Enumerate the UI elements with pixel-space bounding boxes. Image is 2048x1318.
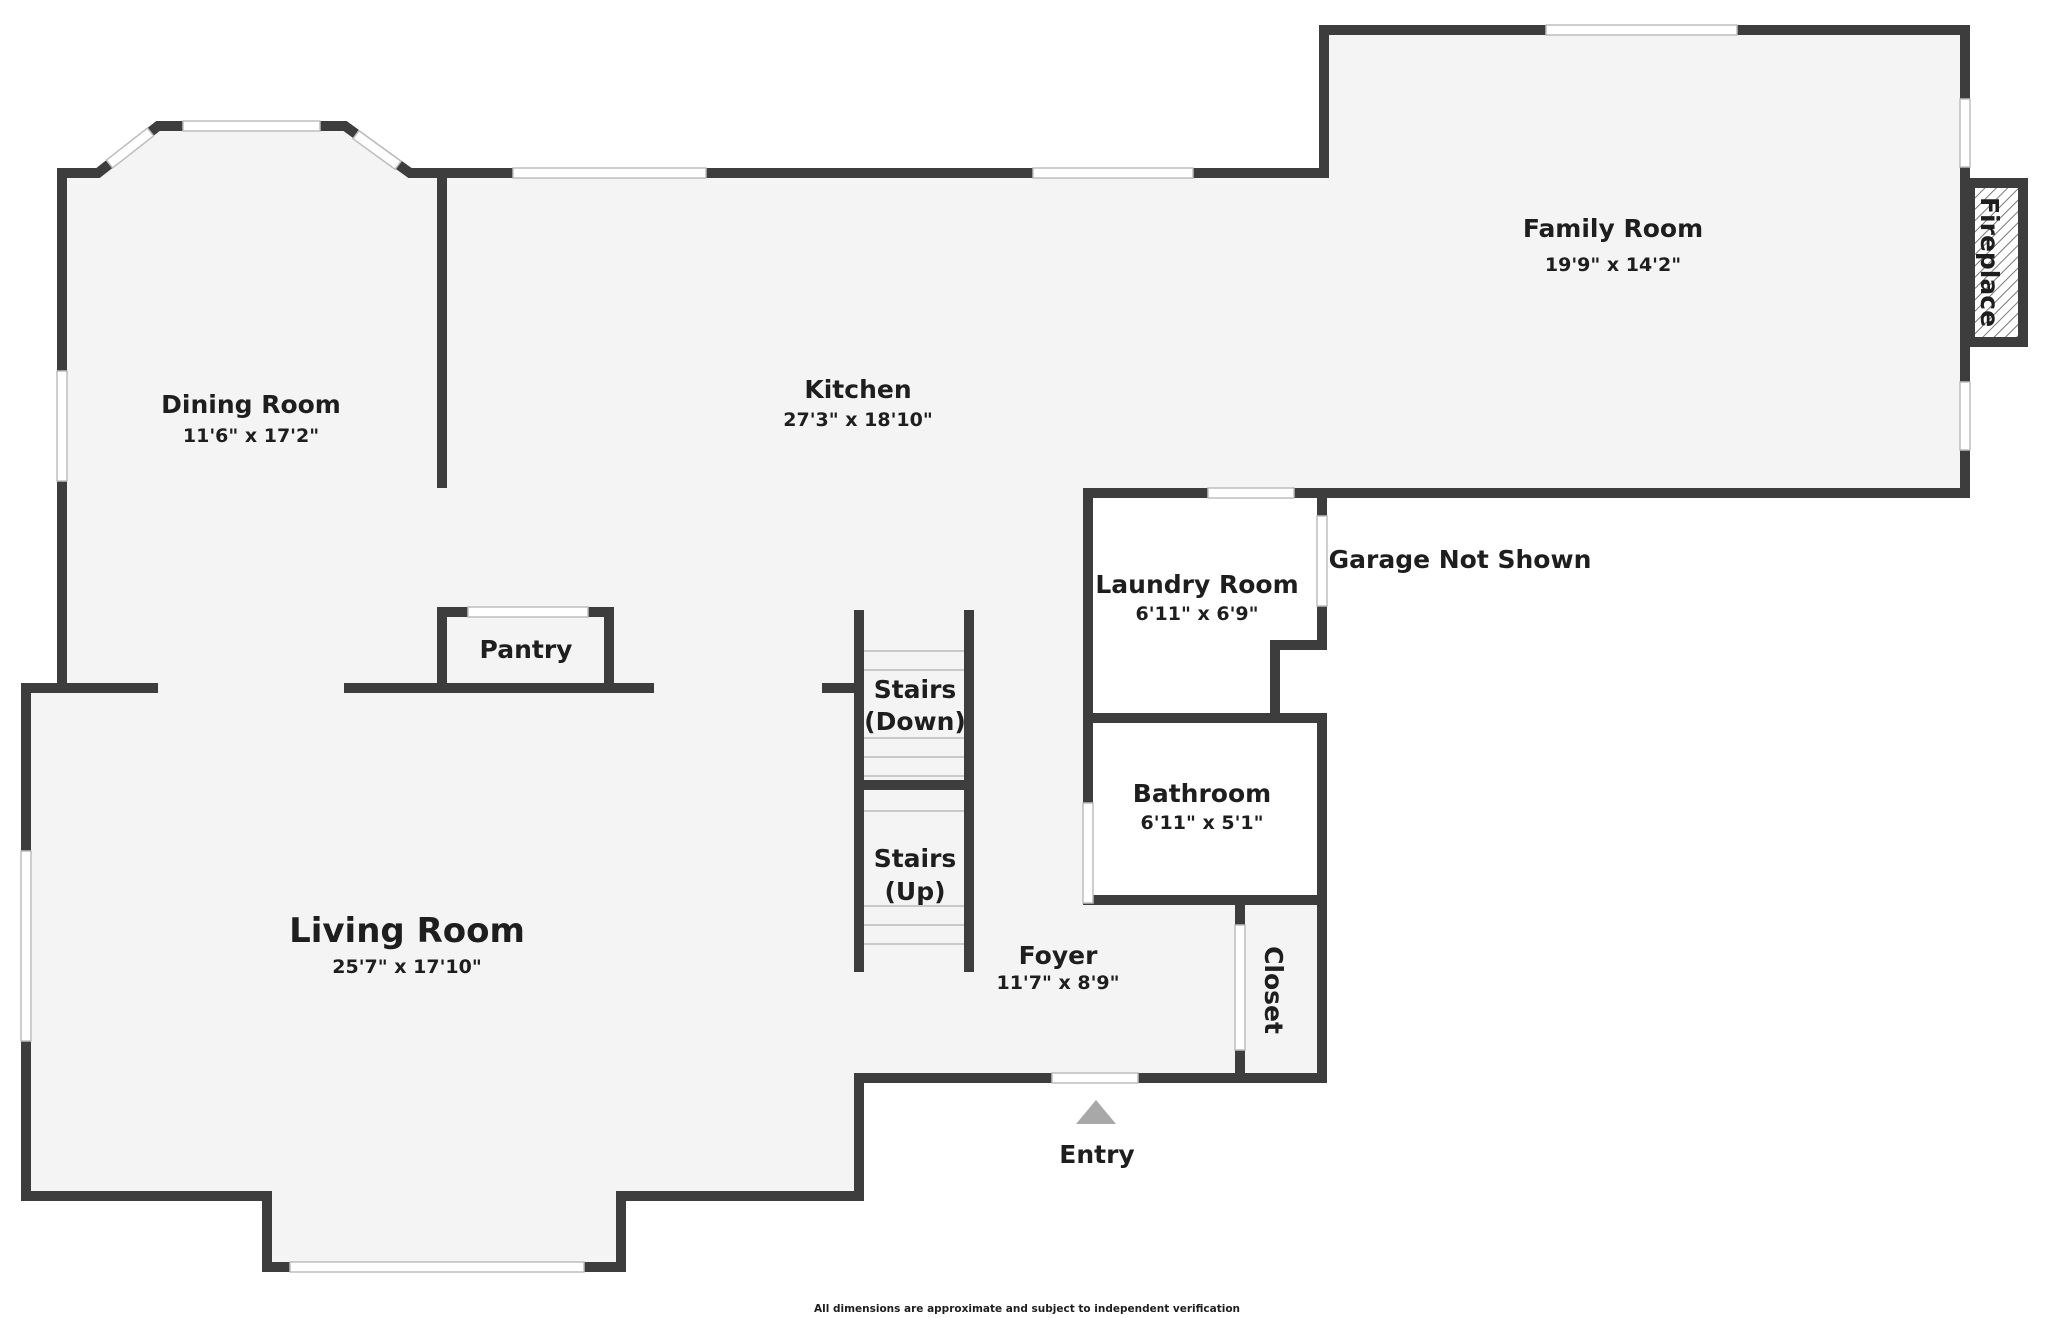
window-family-north [1545,24,1738,36]
disclaimer-text: All dimensions are approximate and subje… [814,1303,1240,1315]
floor-area [26,30,1965,1267]
closet-door-opening [1234,924,1246,1051]
dining-room-name: Dining Room [161,390,341,419]
bathroom-name: Bathroom [1133,779,1271,808]
foyer-dims: 11'7" x 8'9" [996,972,1119,994]
kitchen-name: Kitchen [804,375,911,404]
living-room-dims: 25'7" x 17'10" [332,956,481,978]
fireplace-label: Fireplace [1975,197,2004,327]
kitchen-dims: 27'3" x 18'10" [783,409,932,431]
window-dining-top [182,120,321,132]
stairs-up-label: Stairs [874,844,957,873]
stairs-down-label: Stairs [874,675,957,704]
window-dining-bay-right [351,129,403,171]
dining-room-dims: 11'6" x 17'2" [183,425,319,447]
pantry-label: Pantry [480,635,573,664]
garage-note: Garage Not Shown [1329,545,1592,574]
window-laundry-north [1207,487,1295,499]
bathroom-dims: 6'11" x 5'1" [1140,812,1263,834]
entry-label: Entry [1059,1140,1134,1169]
closet-label: Closet [1259,946,1288,1034]
living-room-name: Living Room [289,911,525,951]
windows [20,24,1971,1273]
laundry-room-name: Laundry Room [1095,570,1298,599]
window-kitchen-north [512,167,707,179]
window-laundry-east [1316,515,1328,607]
stair-treads [864,650,964,945]
window-kitchen-north-2 [1032,167,1194,179]
window-dining-west [56,370,68,482]
window-family-east-1 [1959,98,1971,168]
window-living-west [20,850,32,1042]
window-family-east-2 [1959,381,1971,451]
laundry-room-dims: 6'11" x 6'9" [1135,603,1258,625]
entry-door-opening [1051,1072,1139,1084]
stairs-down-label-2: (Down) [864,707,966,736]
foyer-name: Foyer [1019,941,1098,970]
entry-arrow-icon [1076,1100,1116,1124]
stairs-up-label-2: (Up) [884,877,945,906]
window-living-south [289,1261,585,1273]
family-room-dims: 19'9" x 14'2" [1545,254,1681,276]
window-pantry [467,606,589,618]
family-room-name: Family Room [1523,214,1703,243]
window-dining-bay-left [105,126,155,170]
window-bathroom-west [1082,802,1094,904]
